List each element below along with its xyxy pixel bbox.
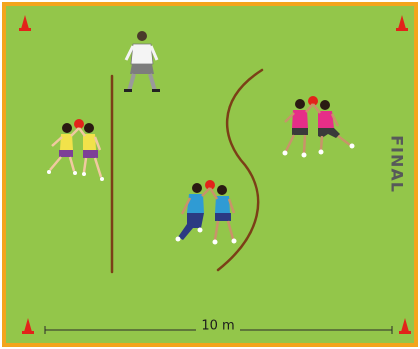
ball-left [74,119,84,129]
playing-field [4,4,416,345]
distance-label: 10 m [201,319,234,334]
end-zone-label: FINAL [388,135,407,193]
